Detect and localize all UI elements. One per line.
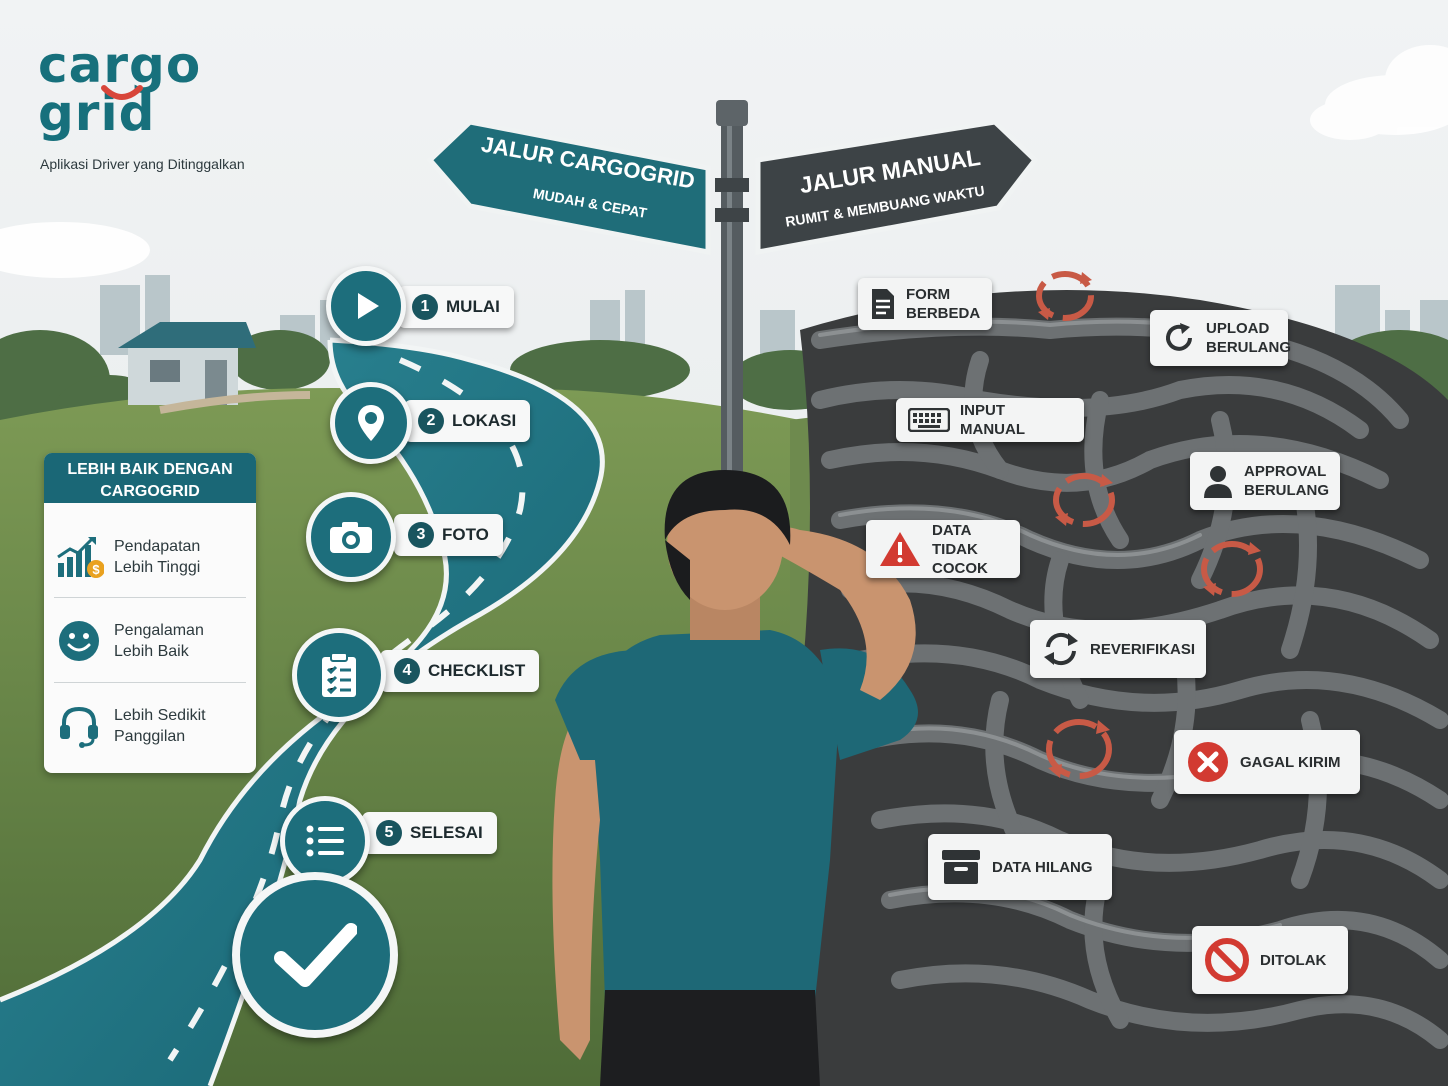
step-3-pill[interactable]: 3 FOTO bbox=[394, 514, 503, 556]
problem-approval-berulang: APPROVAL BERULANG bbox=[1190, 452, 1340, 510]
benefit-calls-line1: Lebih Sedikit bbox=[114, 707, 206, 724]
sync-icon bbox=[1044, 632, 1078, 666]
problem-4-line1: APPROVAL bbox=[1244, 463, 1327, 480]
problem-reverifikasi: REVERIFIKASI bbox=[1030, 620, 1206, 678]
list-icon[interactable] bbox=[280, 796, 370, 886]
step-5-number: 5 bbox=[376, 820, 402, 846]
benefit-experience-line1: Pengalaman bbox=[114, 622, 204, 639]
problem-data-hilang: DATA HILANG bbox=[928, 834, 1112, 900]
tagline: Aplikasi Driver yang Ditinggalkan bbox=[40, 156, 245, 172]
house bbox=[118, 322, 256, 405]
problem-ditolak: DITOLAK bbox=[1192, 926, 1348, 994]
checkmark-icon[interactable] bbox=[232, 872, 398, 1038]
archive-box-icon bbox=[942, 850, 980, 884]
problem-6-line1: REVERIFIKASI bbox=[1090, 640, 1196, 658]
loop-arrow-icon bbox=[1201, 541, 1263, 597]
problem-1-line2: BERBEDA bbox=[906, 305, 981, 322]
loop-arrow-icon bbox=[1036, 271, 1094, 321]
step-2-pill[interactable]: 2 LOKASI bbox=[404, 400, 531, 442]
step-4-label: CHECKLIST bbox=[428, 661, 526, 680]
problem-upload-berulang: UPLOAD BERULANG bbox=[1150, 310, 1291, 366]
problem-input-manual: INPUT MANUAL bbox=[896, 398, 1084, 442]
person-figure bbox=[552, 470, 918, 1086]
logo-smile-mark bbox=[101, 85, 143, 100]
benefit-experience-line2: Lebih Baik bbox=[114, 643, 189, 660]
step-1-label: MULAI bbox=[446, 297, 500, 316]
headset-icon bbox=[60, 706, 98, 748]
problem-7-line1: GAGAL KIRIM bbox=[1240, 753, 1341, 771]
problem-5-line2: COCOK bbox=[932, 559, 988, 577]
problem-gagal-kirim: GAGAL KIRIM bbox=[1174, 730, 1360, 794]
refresh-icon bbox=[1166, 323, 1192, 351]
problem-1-line1: FORM bbox=[906, 286, 951, 303]
step-5-pill[interactable]: 5 SELESAI bbox=[362, 812, 497, 854]
problem-9-line1: DITOLAK bbox=[1260, 951, 1327, 969]
step-4-number: 4 bbox=[394, 658, 420, 684]
problem-form-berbeda: FORM BERBEDA bbox=[858, 278, 992, 330]
benefit-calls-line2: Panggilan bbox=[114, 728, 186, 745]
smiley-icon bbox=[59, 621, 99, 661]
user-icon bbox=[1204, 466, 1232, 498]
prohibited-icon bbox=[1205, 938, 1249, 982]
income-chart-icon: $ bbox=[57, 537, 104, 578]
warning-icon bbox=[880, 532, 920, 566]
document-icon bbox=[872, 289, 894, 319]
brand-logo-line1: cargo bbox=[38, 36, 202, 94]
problem-4-line2: BERULANG bbox=[1244, 482, 1329, 499]
error-x-icon bbox=[1188, 742, 1228, 782]
benefit-divider bbox=[54, 682, 246, 683]
benefit-income-line1: Pendapatan bbox=[114, 538, 201, 555]
step-5-label: SELESAI bbox=[410, 823, 483, 842]
step-2-number: 2 bbox=[418, 408, 444, 434]
step-3-number: 3 bbox=[408, 522, 434, 548]
loop-arrow-icon bbox=[1046, 719, 1112, 779]
benefits-panel: LEBIH BAIK DENGAN CARGOGRID $ Pendapatan… bbox=[44, 453, 256, 773]
location-pin-icon[interactable] bbox=[330, 382, 412, 464]
problem-8-line1: DATA HILANG bbox=[992, 858, 1093, 876]
step-1-number: 1 bbox=[412, 294, 438, 320]
benefit-divider bbox=[54, 597, 246, 598]
step-1-pill[interactable]: 1 MULAI bbox=[398, 286, 514, 328]
brand-logo-line2: grid bbox=[38, 84, 156, 142]
loop-arrow-icon bbox=[1053, 473, 1115, 527]
benefits-title: LEBIH BAIK DENGAN CARGOGRID bbox=[44, 453, 256, 503]
benefit-income-line2: Lebih Tinggi bbox=[114, 559, 201, 576]
problem-2-line1: UPLOAD bbox=[1206, 320, 1270, 337]
step-2-label: LOKASI bbox=[452, 411, 517, 430]
svg-text:$: $ bbox=[92, 562, 100, 577]
problem-5-line1: DATA TIDAK bbox=[932, 521, 978, 558]
play-icon[interactable] bbox=[326, 266, 406, 346]
step-4-pill[interactable]: 4 CHECKLIST bbox=[380, 650, 540, 692]
camera-icon[interactable] bbox=[306, 492, 396, 582]
problem-3-line1: INPUT MANUAL bbox=[960, 402, 1025, 438]
clipboard-checklist-icon[interactable] bbox=[292, 628, 386, 722]
keyboard-icon bbox=[908, 408, 950, 432]
step-3-label: FOTO bbox=[442, 525, 489, 544]
problem-2-line2: BERULANG bbox=[1206, 339, 1291, 356]
